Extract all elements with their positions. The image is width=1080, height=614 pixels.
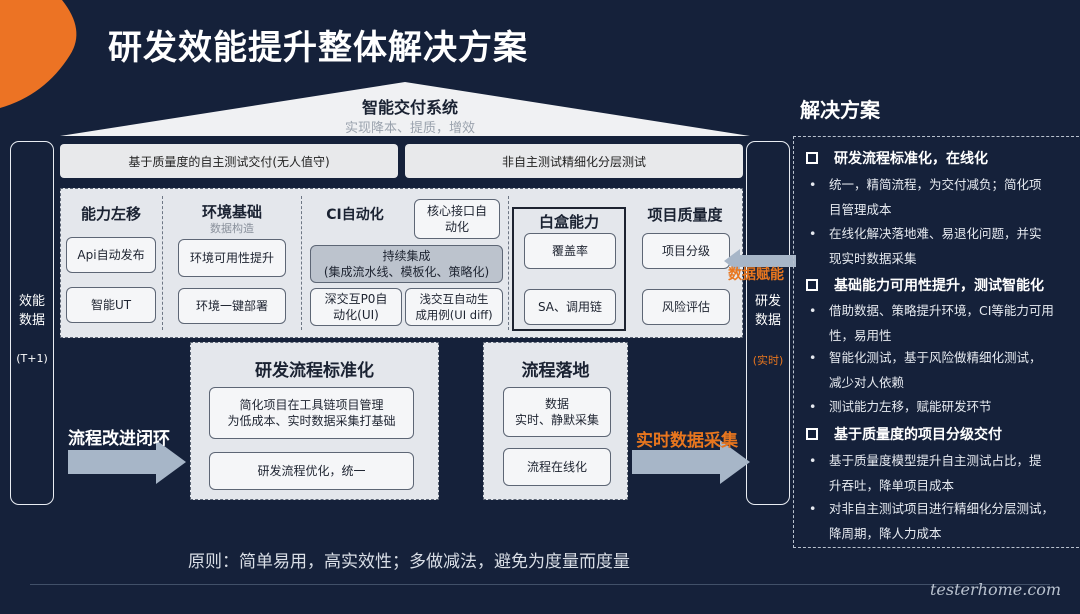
shallow-interaction-box: 浅交互自动生 成用例(UI diff)	[405, 288, 503, 326]
whitebox-frame	[512, 207, 626, 331]
loop-label: 流程改进闭环	[68, 429, 170, 449]
solution-bullet: •对非自主测试项目进行精细化分层测试， 降周期，降人力成本	[809, 501, 1055, 541]
roof-title: 智能交付系统	[361, 98, 458, 117]
left-arrow	[68, 440, 186, 484]
solution-heading-1: 研发流程标准化，在线化	[806, 148, 988, 168]
process-landing-title: 流程落地	[521, 361, 590, 381]
quality-title: 项目质量度	[647, 206, 723, 224]
banner-layered: 非自主测试精细化分层测试	[405, 144, 743, 178]
left-pillar: 效能 数据 (T+1)	[10, 141, 54, 505]
divider	[162, 196, 163, 330]
process-std-title: 研发流程标准化	[255, 361, 374, 381]
shift-left-title: 能力左移	[80, 205, 141, 223]
solution-bullet: •智能化测试，基于风险做精细化测试， 减少对人依赖	[809, 350, 1042, 390]
right-arrow	[632, 440, 750, 484]
core-api-box: 核心接口自 动化	[414, 199, 500, 239]
process-online-box: 流程在线化	[503, 448, 611, 486]
empower-label: 数据赋能	[728, 267, 784, 283]
solution-bullet: •在线化解决落地难、易退化问题，并实 现实时数据采集	[809, 226, 1042, 266]
right-pillar: 研发 数据 (实时)	[746, 141, 790, 505]
risk-assessment-box: 风险评估	[642, 289, 730, 325]
solution-bullet: •统一，精简流程，为交付减负；简化项 目管理成本	[809, 177, 1042, 217]
process-optimize-box: 研发流程优化，统一	[209, 452, 414, 490]
solution-bullet: •借助数据、策略提升环境，CI等能力可用 性，易用性	[809, 303, 1054, 343]
continuous-integration-box: 持续集成 (集成流水线、模板化、策略化)	[310, 245, 503, 283]
corner-shape	[0, 0, 77, 108]
coverage-box: 覆盖率	[524, 233, 616, 269]
smart-ut-box: 智能UT	[66, 287, 156, 323]
left-pillar-sub: (T+1)	[16, 352, 48, 365]
data-collection-box: 数据 实时、静默采集	[503, 387, 611, 437]
roof-subtitle: 实现降本、提质，增效	[344, 121, 475, 136]
ci-title: CI自动化	[326, 207, 384, 223]
solution-box	[793, 136, 1079, 548]
bottom-rule	[30, 584, 1050, 585]
solution-heading-3: 基于质量度的项目分级交付	[806, 424, 1002, 444]
roof-shape	[60, 82, 750, 136]
empower-arrow	[724, 249, 796, 273]
realtime-label: 实时数据采集	[636, 431, 738, 451]
sa-callchain-box: SA、调用链	[524, 289, 616, 325]
project-grading-box: 项目分级	[642, 233, 730, 269]
divider	[508, 196, 509, 330]
api-autopublish-box: Api自动发布	[66, 237, 156, 273]
deep-interaction-box: 深交互P0自 动化(UI)	[310, 288, 402, 326]
principle-text: 原则：简单易用，高实效性；多做减法，避免为度量而度量	[188, 552, 630, 572]
solution-bullet: •测试能力左移，赋能研发环节	[809, 399, 992, 414]
divider	[301, 196, 302, 330]
solution-bullet: •基于质量度模型提升自主测试占比，提 升吞吐，降单项目成本	[809, 453, 1042, 493]
solution-title: 解决方案	[800, 98, 880, 122]
env-availability-box: 环境可用性提升	[178, 239, 286, 277]
env-title: 环境基础	[201, 203, 262, 221]
solution-heading-2: 基础能力可用性提升，测试智能化	[806, 275, 1044, 295]
square-bullet-icon	[806, 279, 818, 291]
page-title: 研发效能提升整体解决方案	[108, 28, 528, 68]
square-bullet-icon	[806, 152, 818, 164]
right-pillar-sub: (实时)	[752, 354, 784, 367]
whitebox-title: 白盒能力	[538, 213, 599, 231]
env-deploy-box: 环境一键部署	[178, 288, 286, 324]
banner-autonomous: 基于质量度的自主测试交付(无人值守)	[60, 144, 398, 178]
env-subtitle: 数据构造	[210, 222, 254, 235]
square-bullet-icon	[806, 428, 818, 440]
right-pillar-title: 研发 数据	[754, 294, 781, 328]
simplify-project-box: 简化项目在工具链项目管理 为低成本、实时数据采集打基础	[209, 387, 414, 439]
left-pillar-title: 效能 数据	[18, 294, 45, 328]
watermark: testerhome.com	[930, 580, 1062, 599]
